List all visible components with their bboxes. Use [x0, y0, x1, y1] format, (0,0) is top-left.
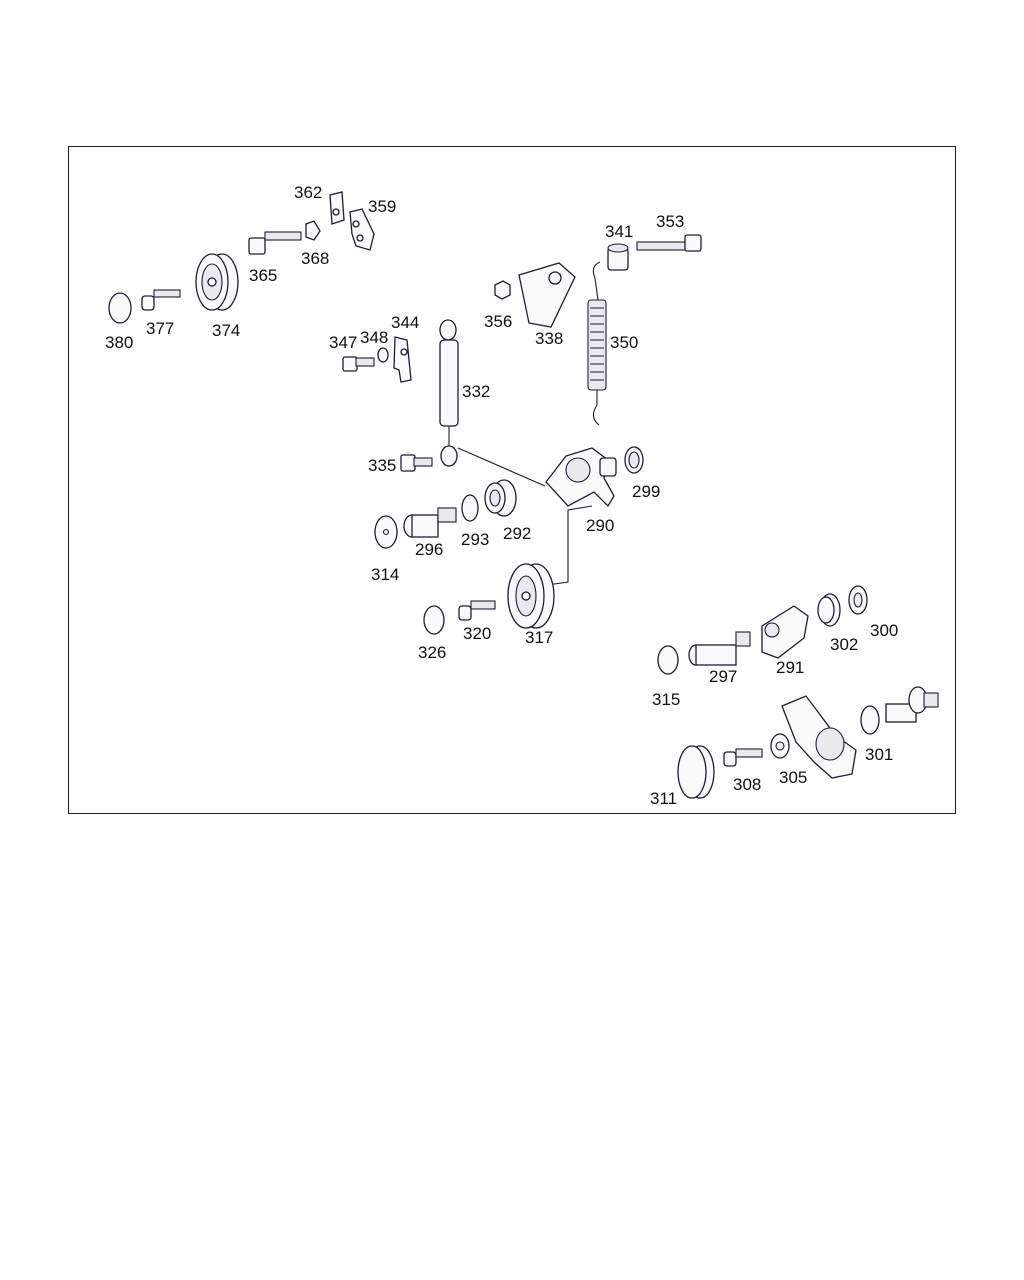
part-292-bearing	[484, 479, 517, 517]
leader-line-pulley	[539, 505, 593, 587]
part-317-pulley	[507, 563, 555, 629]
label-317: 317	[525, 628, 553, 647]
part-315-cap	[657, 645, 679, 675]
label-297: 297	[709, 667, 737, 686]
part-297-pin	[688, 631, 751, 666]
part-347-bolt	[342, 356, 375, 372]
label-362: 362	[294, 183, 322, 202]
label-380: 380	[105, 333, 133, 352]
label-350: 350	[610, 333, 638, 352]
label-320: 320	[463, 624, 491, 643]
label-359: 359	[368, 197, 396, 216]
label-326: 326	[418, 643, 446, 662]
part-356-nut	[494, 280, 511, 300]
part-308-bolt	[723, 748, 763, 767]
part-380-cap	[108, 292, 132, 324]
part-291-arm	[761, 605, 809, 659]
part-293-ring	[461, 494, 479, 522]
label-301: 301	[865, 745, 893, 764]
label-347: 347	[329, 333, 357, 352]
part-350-spring	[587, 261, 607, 426]
label-308: 308	[733, 775, 761, 794]
label-299: 299	[632, 482, 660, 501]
part-332-damper	[439, 319, 459, 467]
part-305-nut	[770, 733, 790, 759]
label-305: 305	[779, 768, 807, 787]
part-311-cover	[677, 745, 715, 799]
leader-line-damper	[457, 447, 546, 487]
label-291: 291	[776, 658, 804, 677]
part-299-seal	[624, 446, 644, 474]
part-374-pulley	[195, 253, 239, 311]
part-368-washer	[305, 220, 321, 241]
part-335-bolt	[400, 454, 433, 472]
part-300-seal	[848, 585, 868, 615]
label-290: 290	[586, 516, 614, 535]
part-tensioner-housing	[781, 695, 857, 779]
label-332: 332	[462, 382, 490, 401]
label-314: 314	[371, 565, 399, 584]
part-362-bracket	[329, 191, 345, 225]
label-365: 365	[249, 266, 277, 285]
label-315: 315	[652, 690, 680, 709]
label-292: 292	[503, 524, 531, 543]
diagram-frame	[68, 146, 956, 814]
part-344-bracket	[393, 336, 412, 383]
label-368: 368	[301, 249, 329, 268]
part-290-tensioner-arm	[545, 447, 617, 508]
label-356: 356	[484, 312, 512, 331]
part-365-bolt	[248, 231, 302, 255]
label-302: 302	[830, 635, 858, 654]
label-296: 296	[415, 540, 443, 559]
part-338-bracket	[518, 262, 576, 328]
part-353-bolt	[636, 234, 702, 252]
label-353: 353	[656, 212, 684, 231]
label-293: 293	[461, 530, 489, 549]
label-377: 377	[146, 319, 174, 338]
label-338: 338	[535, 329, 563, 348]
part-314-washer	[374, 515, 398, 549]
part-341-bushing	[607, 243, 629, 271]
part-348-washer	[377, 347, 389, 363]
label-344: 344	[391, 313, 419, 332]
part-326-cap	[423, 605, 445, 635]
part-296-bolt	[403, 507, 457, 538]
part-377-bolt	[141, 289, 181, 311]
label-335: 335	[368, 456, 396, 475]
label-341: 341	[605, 222, 633, 241]
part-359-bracket	[349, 208, 375, 251]
label-374: 374	[212, 321, 240, 340]
part-302-ring	[817, 593, 841, 627]
label-300: 300	[870, 621, 898, 640]
label-348: 348	[360, 328, 388, 347]
part-320-bolt	[458, 600, 496, 621]
label-311: 311	[650, 789, 677, 808]
part-301-bushing	[860, 686, 939, 735]
